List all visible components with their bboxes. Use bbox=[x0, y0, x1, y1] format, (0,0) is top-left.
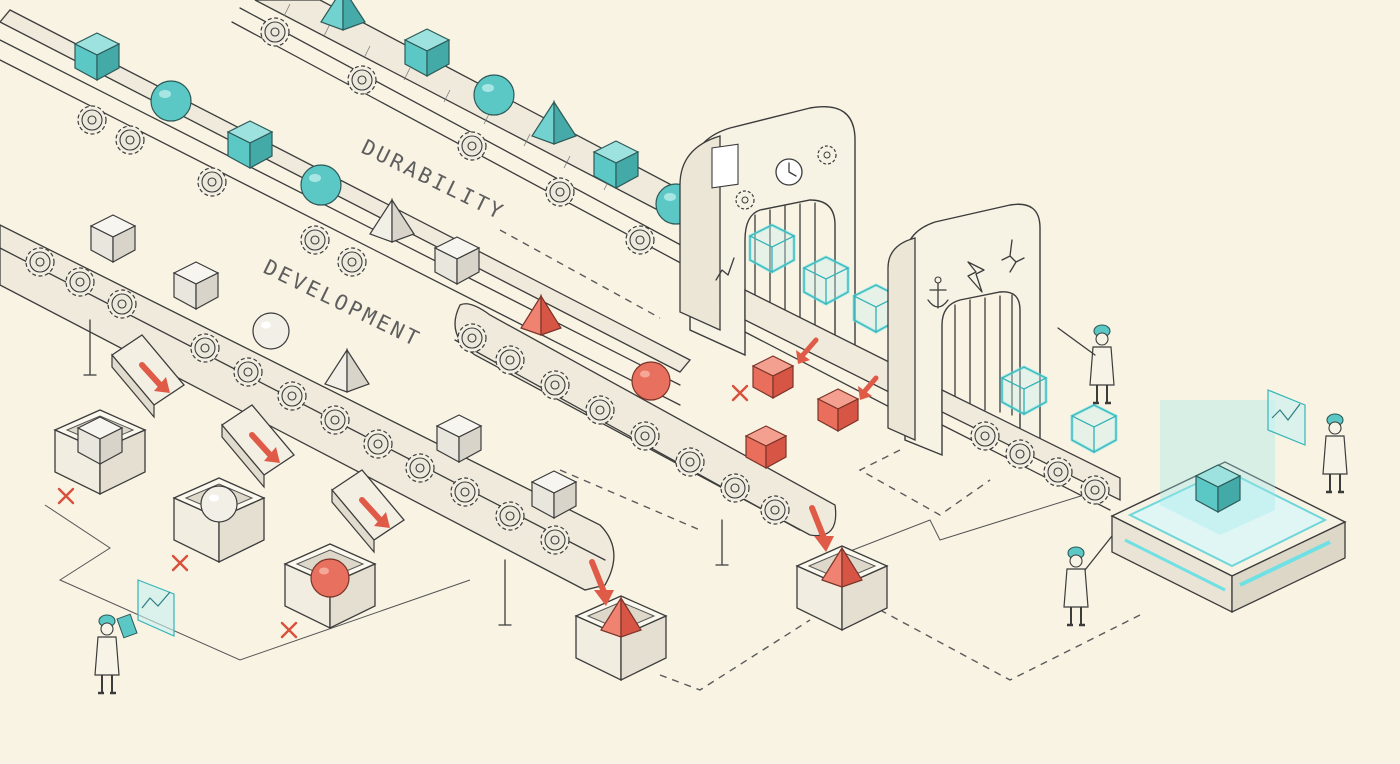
cube-glow bbox=[802, 255, 850, 306]
conveyor-development bbox=[0, 224, 615, 626]
sphere-red-in-bin bbox=[310, 558, 350, 598]
reject-x-icon bbox=[731, 384, 749, 402]
cube-glow bbox=[1070, 403, 1118, 454]
chart-icon bbox=[137, 579, 175, 637]
cube-red bbox=[817, 388, 859, 432]
conveyor-reject bbox=[454, 303, 837, 566]
final-platform bbox=[1110, 461, 1347, 614]
tablet bbox=[116, 613, 138, 639]
drop-arrow-icon bbox=[809, 505, 834, 552]
reject-route-line-2 bbox=[839, 489, 1101, 556]
inspection-gate-1 bbox=[679, 106, 856, 357]
reject-x-icon bbox=[280, 621, 298, 639]
pointer-stick bbox=[1057, 327, 1096, 356]
lightning-icon bbox=[967, 261, 985, 293]
cube-gray bbox=[90, 214, 136, 263]
gear-icon bbox=[735, 190, 755, 210]
sphere-teal bbox=[473, 74, 515, 116]
flow-path-lower-1 bbox=[858, 449, 991, 516]
worker-with-pointer bbox=[1062, 545, 1090, 627]
sphere-gray bbox=[252, 312, 290, 350]
pointer-stick bbox=[1084, 535, 1113, 571]
worker-with-clipboard bbox=[1321, 412, 1349, 494]
reject-x-icon bbox=[171, 554, 189, 572]
sphere-teal bbox=[150, 80, 192, 122]
chart-icon bbox=[1267, 389, 1306, 446]
drop-arrow-icon bbox=[796, 337, 819, 364]
sphere-red bbox=[631, 361, 671, 401]
cube-gray bbox=[173, 261, 219, 310]
cube-gray bbox=[434, 236, 480, 285]
chart-icon bbox=[711, 143, 739, 281]
sphere-gray-in-bin bbox=[200, 485, 238, 523]
worker-with-pointer bbox=[1088, 323, 1116, 405]
worker-with-tablet bbox=[93, 613, 121, 695]
cube-red bbox=[752, 355, 794, 399]
drop-arrow-icon bbox=[858, 375, 879, 400]
flow-path-lower-3 bbox=[879, 609, 1141, 681]
gear-icon bbox=[817, 145, 837, 165]
crack-icon bbox=[1001, 239, 1025, 273]
anchor-icon bbox=[927, 276, 949, 309]
cube-glow bbox=[748, 223, 796, 274]
cube-teal bbox=[227, 120, 273, 169]
pyramid-gray bbox=[324, 349, 370, 393]
clock-icon bbox=[775, 158, 803, 186]
flow-path-lower-2 bbox=[659, 619, 811, 691]
cube-glow bbox=[1000, 365, 1048, 416]
inspection-gate-2 bbox=[887, 203, 1041, 457]
conveyor-final bbox=[941, 388, 1121, 511]
flow-path-durability bbox=[499, 229, 661, 319]
drop-arrow-icon bbox=[589, 559, 614, 606]
sphere-teal bbox=[300, 164, 342, 206]
reject-x-icon bbox=[57, 487, 75, 505]
reject-route-line bbox=[44, 504, 471, 661]
conveyor-top bbox=[231, 0, 701, 269]
